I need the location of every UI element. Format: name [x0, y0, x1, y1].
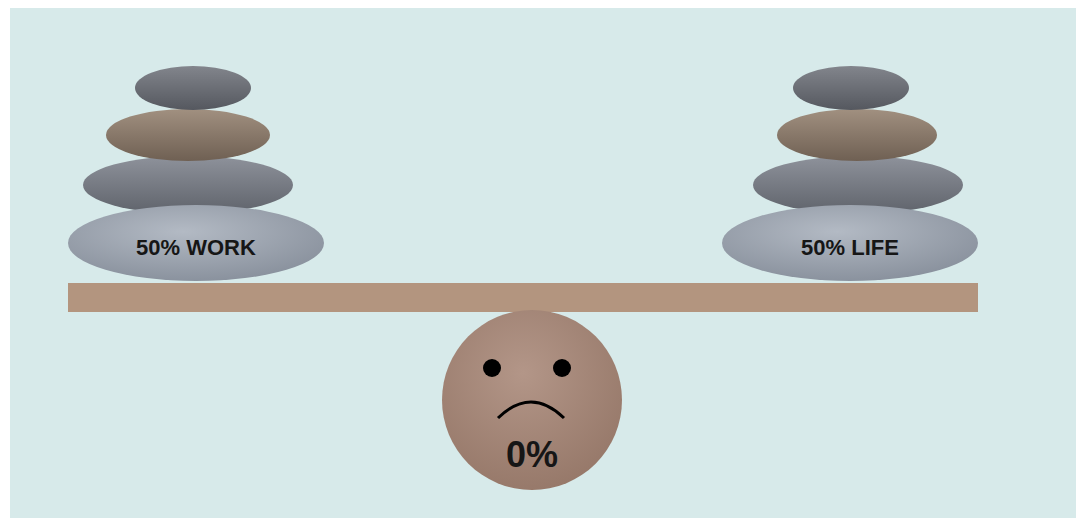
- stone-label: 50% LIFE: [801, 235, 899, 261]
- stone-node: 50% WORK: [68, 205, 324, 281]
- percent-label: 0%: [506, 434, 558, 476]
- stone: [106, 109, 270, 161]
- stone-node: 50% LIFE: [722, 205, 978, 281]
- face-eye: [483, 359, 501, 377]
- face-mouth: [498, 402, 564, 418]
- stone: [793, 66, 909, 110]
- fulcrum-disc: [442, 310, 622, 490]
- stone: [777, 109, 937, 161]
- text-holder: 50% WORK: [68, 235, 324, 261]
- background-panel: [10, 8, 1076, 518]
- text-holder: 0%: [442, 434, 622, 476]
- stone-label: 50% WORK: [136, 235, 256, 261]
- stone: [68, 205, 324, 281]
- face-eye: [553, 359, 571, 377]
- stone: [722, 205, 978, 281]
- fulcrum-circle: 0%: [442, 310, 622, 490]
- stone: [135, 66, 251, 110]
- text-holder: 50% LIFE: [722, 235, 978, 261]
- seesaw-plank: [68, 283, 978, 312]
